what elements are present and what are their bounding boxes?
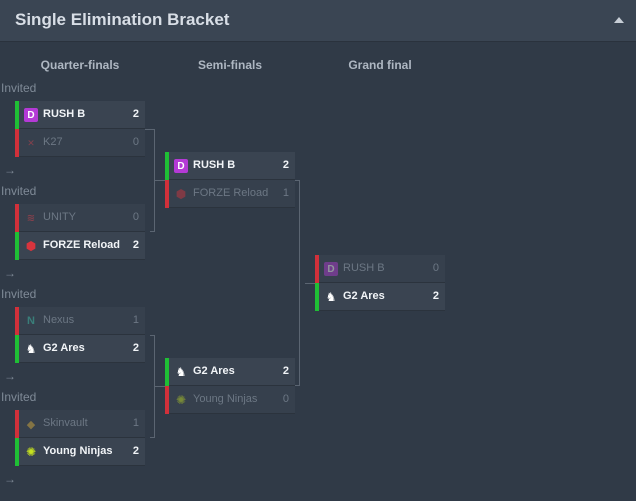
- team-row[interactable]: ♞ G2 Ares 2: [165, 358, 295, 386]
- win-indicator: [165, 358, 169, 386]
- young-ninjas-logo-icon: ✺: [25, 445, 37, 459]
- bracket-connector: [155, 386, 165, 387]
- bracket-connector: [305, 283, 315, 284]
- bracket-connector: [295, 180, 300, 386]
- match-grand-final[interactable]: D RUSH B 0 ♞ G2 Ares 2: [315, 255, 445, 311]
- lose-indicator: [165, 180, 169, 208]
- lose-indicator: [15, 129, 19, 157]
- team-name: G2 Ares: [343, 290, 385, 302]
- match-qf4[interactable]: ◆ Skinvault 1 ✺ Young Ninjas 2: [15, 410, 145, 466]
- rush-b-logo-icon: D: [174, 159, 188, 173]
- team-row[interactable]: D RUSH B 0: [315, 255, 445, 283]
- rush-b-logo-icon: D: [324, 262, 338, 276]
- match-sf1[interactable]: D RUSH B 2 ⬢ FORZE Reload 1: [165, 152, 295, 208]
- round-title-grand-final: Grand final: [348, 58, 412, 72]
- team-score: 2: [432, 290, 439, 302]
- team-score: 2: [132, 445, 139, 457]
- lose-indicator: [15, 204, 19, 232]
- win-indicator: [315, 283, 319, 311]
- page-title: Single Elimination Bracket: [15, 10, 230, 29]
- win-indicator: [15, 101, 19, 129]
- team-name: RUSH B: [43, 108, 86, 120]
- match-qf3[interactable]: N Nexus 1 ♞ G2 Ares 2: [15, 307, 145, 363]
- nexus-logo-icon: N: [27, 315, 35, 327]
- team-row[interactable]: ≋ UNITY 0: [15, 204, 145, 232]
- team-row[interactable]: ⬢ FORZE Reload 1: [165, 180, 295, 208]
- team-name: G2 Ares: [193, 365, 235, 377]
- lose-indicator: [15, 410, 19, 438]
- skinvault-logo-icon: ◆: [26, 418, 36, 431]
- team-name: Young Ninjas: [43, 445, 113, 457]
- invited-label: Invited: [1, 81, 37, 95]
- bracket-connector: [145, 129, 150, 130]
- team-name: FORZE Reload: [43, 239, 121, 251]
- team-name: RUSH B: [193, 159, 236, 171]
- match-sf2[interactable]: ♞ G2 Ares 2 ✺ Young Ninjas 0: [165, 358, 295, 414]
- match-qf1[interactable]: D RUSH B 2 ✕ K27 0: [15, 101, 145, 157]
- team-row[interactable]: N Nexus 1: [15, 307, 145, 335]
- team-score: 0: [132, 211, 139, 223]
- team-row[interactable]: ✺ Young Ninjas 0: [165, 386, 295, 414]
- team-score: 2: [132, 108, 139, 120]
- team-name: FORZE Reload: [193, 187, 269, 199]
- rush-b-logo-icon: D: [24, 108, 38, 122]
- team-name: G2 Ares: [43, 342, 85, 354]
- team-row[interactable]: D RUSH B 2: [165, 152, 295, 180]
- g2-logo-icon: ♞: [25, 342, 37, 356]
- g2-logo-icon: ♞: [175, 365, 187, 379]
- team-name: K27: [43, 136, 63, 148]
- arrow-right-icon: →: [4, 163, 16, 177]
- bracket-connector: [150, 129, 155, 232]
- win-indicator: [15, 232, 19, 260]
- match-qf2[interactable]: ≋ UNITY 0 ⬢ FORZE Reload 2: [15, 204, 145, 260]
- team-row[interactable]: D RUSH B 2: [15, 101, 145, 129]
- team-name: Young Ninjas: [193, 393, 258, 405]
- invited-label: Invited: [1, 184, 37, 198]
- win-indicator: [165, 152, 169, 180]
- team-score: 1: [132, 314, 139, 326]
- team-score: 1: [282, 187, 289, 199]
- arrow-right-icon: →: [4, 472, 16, 486]
- forze-logo-icon: ⬢: [25, 239, 37, 253]
- team-name: UNITY: [43, 211, 76, 223]
- bracket-connector: [155, 180, 165, 181]
- team-row[interactable]: ✕ K27 0: [15, 129, 145, 157]
- arrow-right-icon: →: [4, 369, 16, 383]
- team-row[interactable]: ◆ Skinvault 1: [15, 410, 145, 438]
- invited-label: Invited: [1, 287, 37, 301]
- team-name: Skinvault: [43, 417, 88, 429]
- team-row[interactable]: ✺ Young Ninjas 2: [15, 438, 145, 466]
- young-ninjas-logo-icon: ✺: [175, 393, 187, 407]
- bracket-header[interactable]: Single Elimination Bracket: [0, 0, 636, 42]
- team-score: 1: [132, 417, 139, 429]
- team-row[interactable]: ♞ G2 Ares 2: [15, 335, 145, 363]
- team-score: 0: [282, 393, 289, 405]
- invited-label: Invited: [1, 390, 37, 404]
- team-row[interactable]: ♞ G2 Ares 2: [315, 283, 445, 311]
- lose-indicator: [165, 386, 169, 414]
- team-row[interactable]: ⬢ FORZE Reload 2: [15, 232, 145, 260]
- team-score: 0: [432, 262, 439, 274]
- round-title-semi-finals: Semi-finals: [197, 58, 263, 72]
- unity-logo-icon: ≋: [26, 212, 36, 224]
- team-name: Nexus: [43, 314, 75, 326]
- lose-indicator: [315, 255, 319, 283]
- win-indicator: [15, 335, 19, 363]
- team-score: 2: [282, 365, 289, 377]
- team-score: 2: [282, 159, 289, 171]
- team-score: 2: [132, 342, 139, 354]
- collapse-up-icon[interactable]: [614, 17, 624, 23]
- team-score: 0: [132, 136, 139, 148]
- bracket-connector: [300, 270, 315, 296]
- round-title-quarter-finals: Quarter-finals: [40, 58, 120, 72]
- team-score: 2: [132, 239, 139, 251]
- bracket-connector: [150, 335, 155, 438]
- g2-logo-icon: ♞: [325, 290, 337, 304]
- forze-logo-icon: ⬢: [175, 187, 187, 201]
- k27-logo-icon: ✕: [27, 137, 35, 148]
- team-name: RUSH B: [343, 262, 385, 274]
- lose-indicator: [15, 307, 19, 335]
- win-indicator: [15, 438, 19, 466]
- arrow-right-icon: →: [4, 266, 16, 280]
